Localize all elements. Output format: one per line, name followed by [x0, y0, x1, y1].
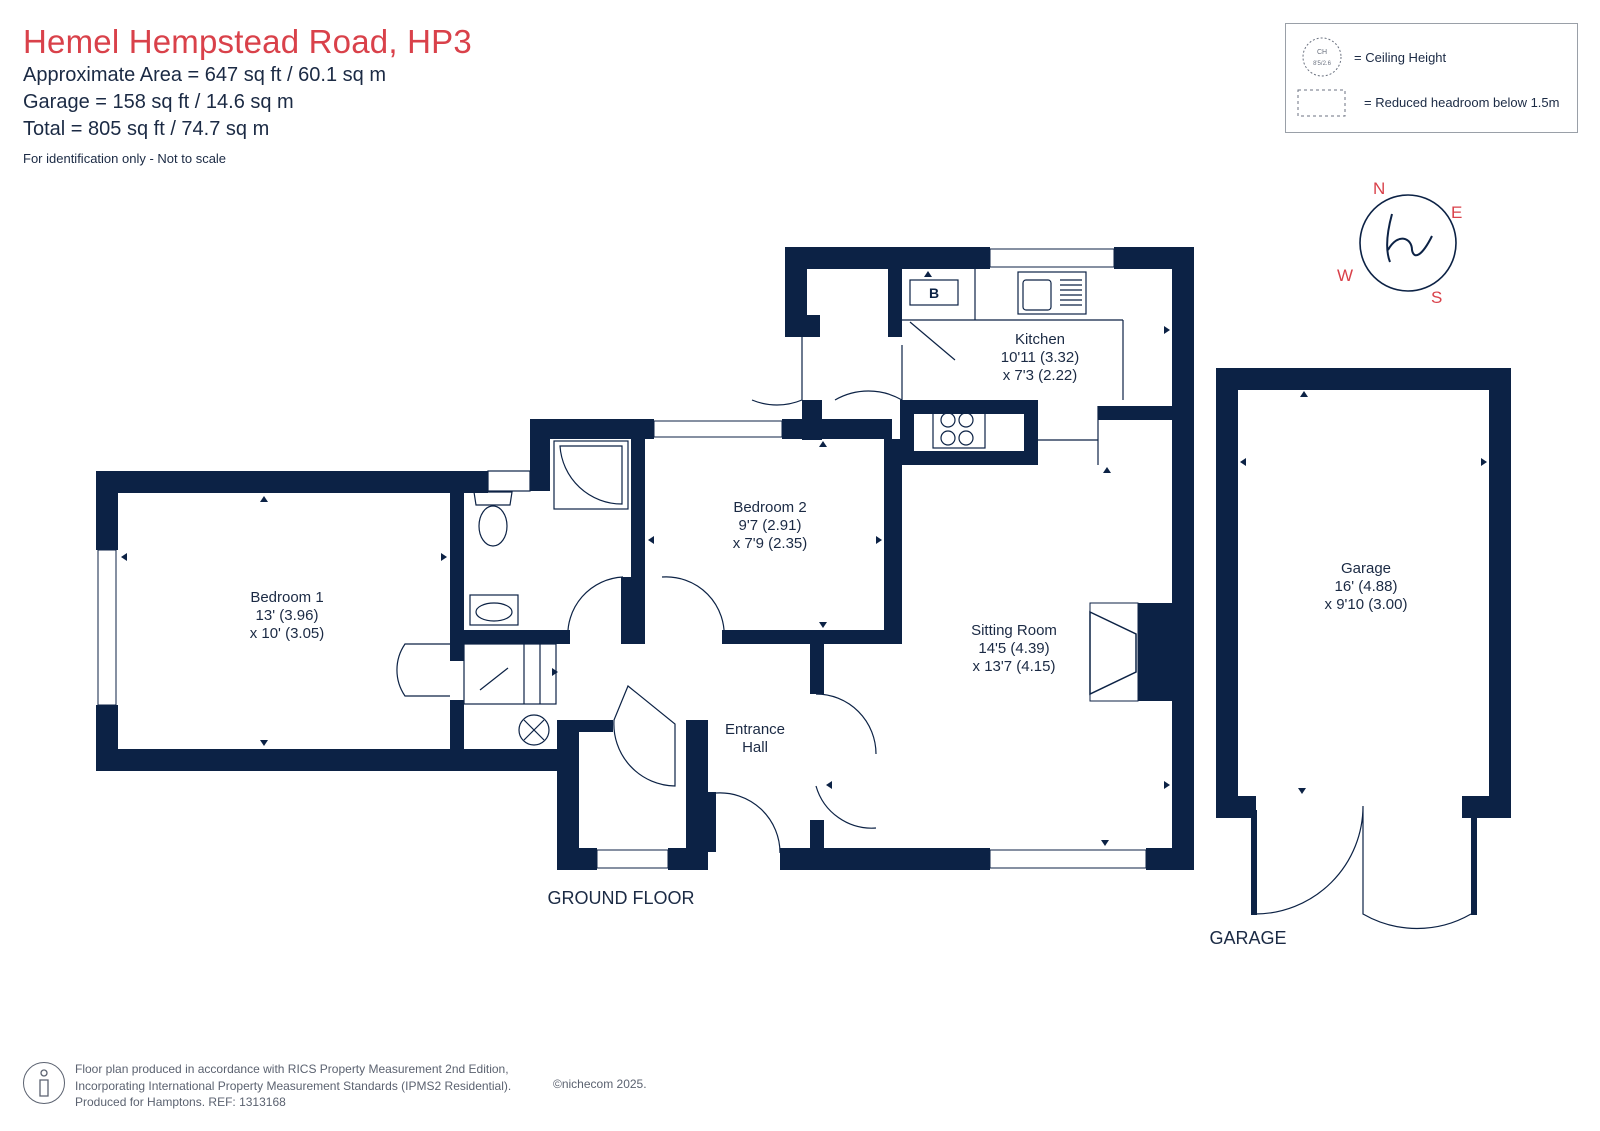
sitting-room-dim1: 14'5 (4.39): [978, 640, 1049, 657]
reduced-headroom-icon: [1297, 89, 1346, 117]
room-labels: Kitchen 10'11 (3.32) x 7'3 (2.22) Bedroo…: [250, 331, 1408, 948]
kitchen-fittings: [902, 269, 1124, 465]
garage-floor-label: GARAGE: [1209, 928, 1286, 948]
sitting-room-dim2: x 13'7 (4.15): [973, 658, 1056, 675]
ceiling-height-label: = Ceiling Height: [1354, 50, 1447, 65]
garage-area: Garage = 158 sq ft / 14.6 sq m: [23, 91, 294, 113]
ceiling-badge-top: CH: [1317, 49, 1327, 56]
windows: [97, 248, 1147, 869]
compass-east: E: [1451, 203, 1462, 222]
header-block: Hemel Hempstead Road, HP3 Approximate Ar…: [23, 22, 472, 166]
ceiling-badge-bottom: 8'5/2.6: [1313, 61, 1331, 67]
footer-line3: Produced for Hamptons. REF: 1313168: [75, 1095, 286, 1109]
garage-name: Garage: [1341, 560, 1391, 577]
reduced-headroom-label: = Reduced headroom below 1.5m: [1364, 95, 1560, 110]
approx-area: Approximate Area = 647 sq ft / 60.1 sq m: [23, 64, 386, 86]
total-area: Total = 805 sq ft / 74.7 sq m: [23, 118, 270, 140]
compass-icon: [1359, 194, 1457, 292]
ceiling-height-icon: [1302, 37, 1342, 77]
garage-dim2: x 9'10 (3.00): [1325, 596, 1408, 613]
fireplace-hearth: [1089, 610, 1137, 696]
footer-line2: Incorporating International Property Mea…: [75, 1078, 512, 1093]
compass-north: N: [1373, 179, 1385, 198]
info-icon: [23, 1062, 65, 1104]
footer-line1: Floor plan produced in accordance with R…: [75, 1062, 509, 1076]
kitchen-name: Kitchen: [1015, 331, 1065, 348]
ground-floor-label: GROUND FLOOR: [547, 888, 694, 908]
hall-name-line1: Entrance: [725, 721, 785, 738]
sitting-room-name: Sitting Room: [971, 622, 1057, 639]
boiler-label: B: [929, 285, 939, 301]
kitchen-dim1: 10'11 (3.32): [1001, 349, 1079, 366]
scale-note: For identification only - Not to scale: [23, 151, 227, 166]
bedroom1-name: Bedroom 1: [250, 589, 323, 606]
bedroom1-dim2: x 10' (3.05): [250, 625, 325, 642]
bedroom1-dim1: 13' (3.96): [256, 607, 319, 624]
walls: [96, 247, 1511, 915]
compass-south: S: [1431, 288, 1442, 307]
dimension-markers: [121, 271, 1487, 846]
brand-logo-icon: [1386, 213, 1433, 263]
doors: [396, 321, 1472, 930]
property-title: Hemel Hempstead Road, HP3: [23, 23, 472, 60]
legend-box: CH 8'5/2.6 = Ceiling Height = Reduced he…: [1285, 23, 1578, 133]
hall-name-line2: Hall: [742, 739, 768, 756]
bedroom2-name: Bedroom 2: [733, 499, 806, 516]
footer-text: Floor plan produced in accordance with R…: [75, 1061, 511, 1111]
kitchen-dim2: x 7'3 (2.22): [1003, 367, 1078, 384]
copyright: ©nichecom 2025.: [553, 1077, 647, 1091]
compass: N E S W: [1337, 179, 1462, 307]
bathroom-fittings: [463, 440, 629, 746]
compass-west: W: [1337, 266, 1353, 285]
legend-graphics: CH 8'5/2.6: [1297, 37, 1346, 117]
bedroom2-dim2: x 7'9 (2.35): [733, 535, 808, 552]
bedroom2-dim1: 9'7 (2.91): [739, 517, 802, 534]
garage-dim1: 16' (4.88): [1335, 578, 1398, 595]
